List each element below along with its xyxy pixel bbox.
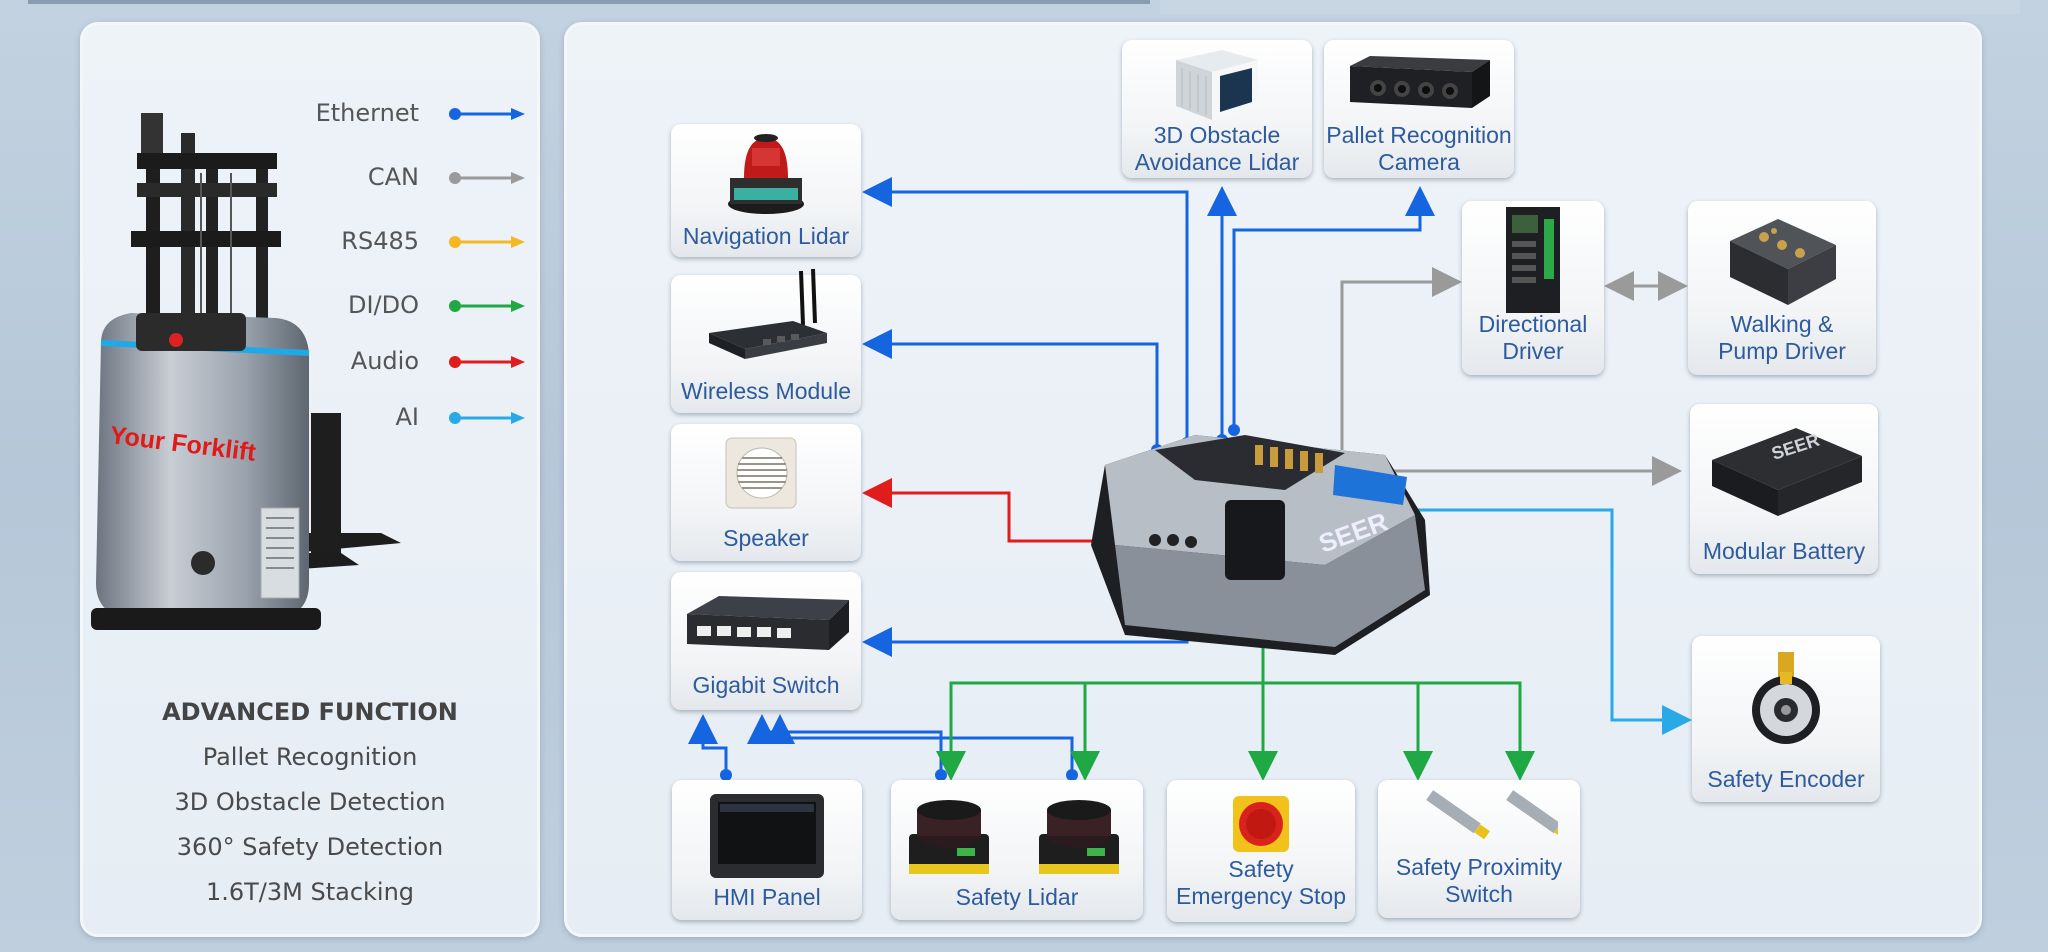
function-item: Pallet Recognition (202, 743, 418, 771)
link-hmi-panel (688, 714, 728, 775)
pallet-camera-label: Pallet Recognition Camera (1326, 122, 1512, 175)
legend-label: Audio (350, 347, 419, 375)
link-wireless-module (862, 329, 1159, 450)
card-walking-pump-driver[interactable]: Walking & Pump Driver (1688, 201, 1876, 375)
link-safety-lidar-1 (747, 714, 943, 775)
emergency-stop-label: Safety Emergency Stop (1175, 856, 1347, 909)
link-safety-lidar-2 (765, 714, 1074, 775)
card-modular-battery[interactable]: SEER Modular Battery (1690, 404, 1878, 574)
function-item: 3D Obstacle Detection (174, 788, 446, 816)
legend-arrowhead (511, 356, 525, 368)
legend-label: Ethernet (315, 99, 419, 127)
card-navigation-lidar[interactable]: Navigation Lidar (671, 124, 861, 257)
card-safety-lidar[interactable]: Safety Lidar (891, 780, 1143, 920)
function-item: 360° Safety Detection (176, 833, 444, 861)
card-proximity-switch[interactable]: Safety Proximity Switch (1378, 780, 1580, 918)
pallet-camera-icon (1350, 56, 1490, 108)
card-safety-encoder[interactable]: Safety Encoder (1692, 636, 1880, 802)
safety-encoder-icon (1752, 652, 1820, 744)
safety-encoder-label: Safety Encoder (1707, 766, 1865, 792)
card-pallet-camera[interactable]: Pallet Recognition Camera (1324, 40, 1514, 178)
modular-battery-label: Modular Battery (1702, 538, 1866, 564)
modular-battery-icon: SEER (1712, 428, 1862, 516)
legend-arrowhead (511, 236, 525, 248)
safety-lidar-label: Safety Lidar (955, 884, 1079, 910)
legend-label: AI (395, 403, 420, 431)
safety-lidar-icon (909, 800, 1119, 874)
port-dot (1228, 424, 1240, 436)
legend-can: CAN (83, 163, 537, 193)
proximity-switch-icon (1426, 790, 1558, 840)
legend-arrowhead (511, 300, 525, 312)
function-item: 1.6T/3M Stacking (205, 878, 415, 906)
gigabit-switch-icon (687, 596, 849, 650)
card-speaker[interactable]: Speaker (671, 424, 861, 561)
hmi-panel-icon (710, 794, 824, 878)
controller-image: SEER (1091, 435, 1430, 655)
navigation-lidar-label: Navigation Lidar (682, 223, 850, 249)
navigation-lidar-icon (728, 134, 804, 214)
walking-pump-driver-icon (1730, 219, 1836, 305)
card-hmi-panel[interactable]: HMI Panel (672, 780, 862, 920)
legend-didio: DI/DO (83, 291, 537, 321)
legend-label: RS485 (341, 227, 419, 255)
legend-label: CAN (367, 163, 419, 191)
legend-label: DI/DO (347, 291, 419, 319)
legend-audio: Audio (83, 347, 537, 377)
link-proximity-switch (1263, 681, 1535, 781)
legend-rs485: RS485 (83, 227, 537, 257)
hmi-panel-label: HMI Panel (713, 884, 821, 910)
link-speaker (862, 478, 1157, 543)
proximity-switch-label: Safety Proximity Switch (1395, 854, 1563, 907)
link-directional-driver (1340, 267, 1462, 450)
card-directional-driver[interactable]: Directional Driver (1462, 201, 1604, 375)
card-gigabit-switch[interactable]: Gigabit Switch (671, 572, 861, 710)
card-wireless-module[interactable]: Wireless Module (671, 268, 861, 413)
link-pallet-camera (1232, 186, 1435, 430)
link-navigation-lidar (862, 177, 1189, 443)
legend-arrows (449, 108, 525, 424)
gigabit-switch-label: Gigabit Switch (692, 672, 840, 698)
link-safety-lidar-green-1 (936, 681, 1263, 781)
speaker-label: Speaker (723, 525, 809, 551)
emergency-stop-icon (1233, 796, 1289, 852)
card-3d-obstacle-lidar[interactable]: 3D Obstacle Avoidance Lidar (1122, 40, 1312, 178)
top-bar-left (28, 0, 1150, 4)
legend-arrowhead (511, 108, 525, 120)
directional-driver-label: Directional Driver (1478, 311, 1588, 364)
forklift-image: Your Forklift (91, 113, 401, 630)
wireless-module-icon (709, 268, 827, 359)
legend-ethernet: Ethernet (83, 99, 537, 129)
legend-arrowhead (511, 172, 525, 184)
speaker-icon (725, 437, 797, 509)
obstacle-lidar-label: 3D Obstacle Avoidance Lidar (1134, 122, 1300, 175)
advanced-function-title: ADVANCED FUNCTION (162, 698, 458, 726)
port-dot (720, 769, 732, 781)
card-emergency-stop[interactable]: Safety Emergency Stop (1167, 780, 1355, 922)
walking-pump-driver-label: Walking & Pump Driver (1718, 311, 1846, 364)
legend-ai: AI (83, 403, 537, 433)
directional-driver-icon (1506, 207, 1560, 313)
link-safety-encoder (1348, 508, 1692, 735)
left-panel: Your Forklift Ethernet CAN RS485 DI/DO A… (80, 22, 540, 937)
top-bar-right (1160, 0, 2020, 14)
obstacle-lidar-icon (1176, 50, 1258, 120)
wireless-module-label: Wireless Module (681, 378, 851, 404)
legend-arrowhead (511, 412, 525, 424)
